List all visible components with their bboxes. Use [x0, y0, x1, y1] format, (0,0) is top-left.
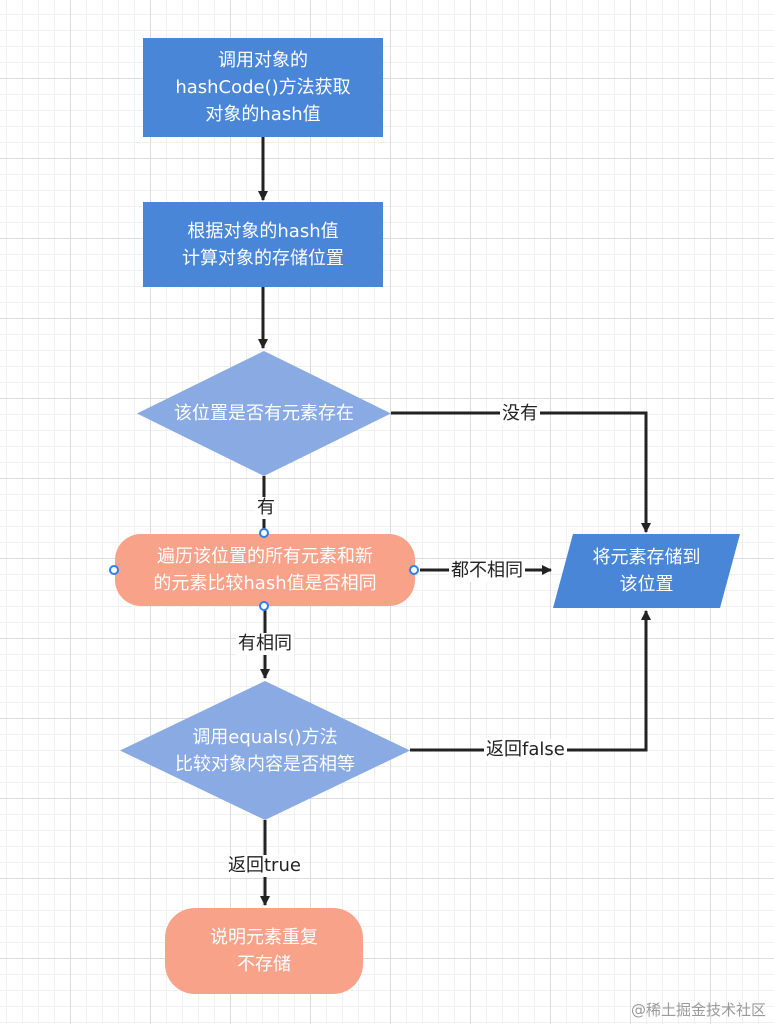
arrow-return-false [410, 610, 651, 752]
edge-label-has: 有 [255, 497, 277, 519]
parallelogram-shape [553, 534, 740, 608]
arrow-decision-none [391, 411, 651, 533]
edge-label-none: 没有 [500, 403, 540, 425]
decision-equals-check: 调用equals()方法 比较对象内容是否相等 [120, 681, 410, 820]
node-calc-position-text: 根据对象的hash值 计算对象的存储位置 [182, 220, 344, 269]
node-get-hash-text: 调用对象的 hashCode()方法获取 对象的hash值 [175, 50, 351, 125]
edge-label-return-true: 返回true [226, 855, 303, 877]
connection-handle-bottom[interactable] [259, 601, 269, 611]
connection-handle-right[interactable] [409, 565, 419, 575]
node-get-hash: 调用对象的 hashCode()方法获取 对象的hash值 [143, 38, 383, 137]
node-calc-position: 根据对象的hash值 计算对象的存储位置 [143, 202, 383, 287]
node-duplicate: 说明元素重复 不存储 [165, 908, 363, 994]
decision-equals-check-text: 调用equals()方法 比较对象内容是否相等 [175, 726, 355, 775]
decision-has-element: 该位置是否有元素存在 [137, 351, 391, 476]
node-duplicate-text: 说明元素重复 不存储 [210, 927, 318, 975]
decision-has-element-text: 该位置是否有元素存在 [174, 403, 354, 424]
edge-label-return-false: 返回false [484, 739, 567, 761]
node-store-text: 将元素存储到 该位置 [592, 547, 701, 595]
node-traverse-compare: 遍历该位置的所有元素和新 的元素比较hash值是否相同 [115, 534, 415, 606]
edge-label-all-different: 都不相同 [449, 560, 525, 582]
watermark: @稀土掘金技术社区 [630, 1001, 766, 1019]
connection-handle-top[interactable] [259, 528, 269, 538]
node-traverse-compare-text: 遍历该位置的所有元素和新 的元素比较hash值是否相同 [153, 546, 377, 594]
decision-diamond [137, 351, 391, 476]
decision-diamond [120, 681, 410, 820]
edge-label-same: 有相同 [236, 633, 294, 655]
node-store: 将元素存储到 该位置 [553, 534, 740, 608]
connection-handle-left[interactable] [109, 565, 119, 575]
